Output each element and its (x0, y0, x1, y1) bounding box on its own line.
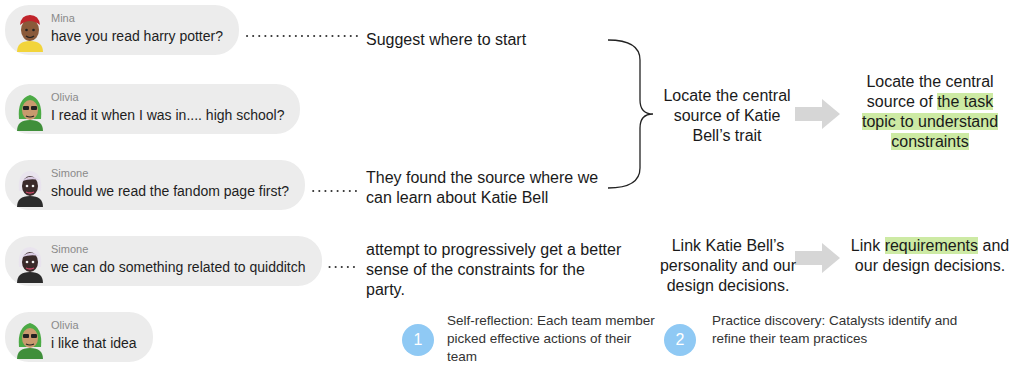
bracket (608, 40, 653, 188)
dotted-leader (330, 266, 359, 268)
chat-bubble: Simoneshould we read the fandom page fir… (5, 160, 305, 210)
leader-group (247, 36, 358, 267)
highlight-text: requirements (885, 237, 978, 254)
mapped-text: Linkrequirementsand our design decisions… (845, 236, 1015, 276)
chat-bubble: Oliviai like that idea (5, 312, 153, 362)
text-run: Link (851, 237, 880, 254)
dotted-leader (313, 190, 358, 192)
callout-text: 1 (414, 331, 423, 348)
speaker-name: Olivia (51, 318, 137, 333)
chat-message: we can do something related to quidditch (51, 257, 306, 277)
mapped-text: Locate the central source ofthe task top… (850, 72, 1010, 152)
chat-message: have you read harry potter? (51, 26, 223, 46)
gray-arrow (795, 243, 840, 273)
avatar (13, 167, 47, 207)
annotation: Link Katie Bell’s personality and our de… (648, 236, 808, 296)
annotation: Suggest where to start (366, 30, 596, 50)
annotation: Self-reflection: Each team member picked… (447, 312, 657, 366)
annotation: attempt to progressively get a better se… (366, 240, 628, 300)
avatar (13, 91, 47, 131)
gray-arrow (795, 99, 840, 129)
avatar (13, 12, 47, 52)
speaker-name: Simone (51, 242, 306, 257)
speaker-name: Simone (51, 166, 289, 181)
speaker-name: Olivia (51, 90, 284, 105)
callout-number: 1 (402, 324, 434, 356)
callout-text: 2 (676, 331, 685, 348)
annotation: Practice discovery: Catalysts identify a… (712, 312, 962, 348)
annotation: Locate the central source of Katie Bell’… (662, 86, 792, 146)
chat-message: i like that idea (51, 333, 137, 353)
chat-message: should we read the fandom page first? (51, 181, 289, 201)
avatar (13, 243, 47, 283)
chat-message: I read it when I was in.... high school? (51, 105, 284, 125)
avatar (13, 319, 47, 359)
dotted-leader (247, 35, 358, 37)
callout-number: 2 (664, 324, 696, 356)
chat-bubble: OliviaI read it when I was in.... high s… (5, 84, 300, 134)
annotation: They found the source where we can learn… (366, 168, 606, 208)
chat-bubble: Simonewe can do something related to qui… (5, 236, 322, 286)
chat-bubble: Minahave you read harry potter? (5, 5, 239, 55)
speaker-name: Mina (51, 11, 223, 26)
